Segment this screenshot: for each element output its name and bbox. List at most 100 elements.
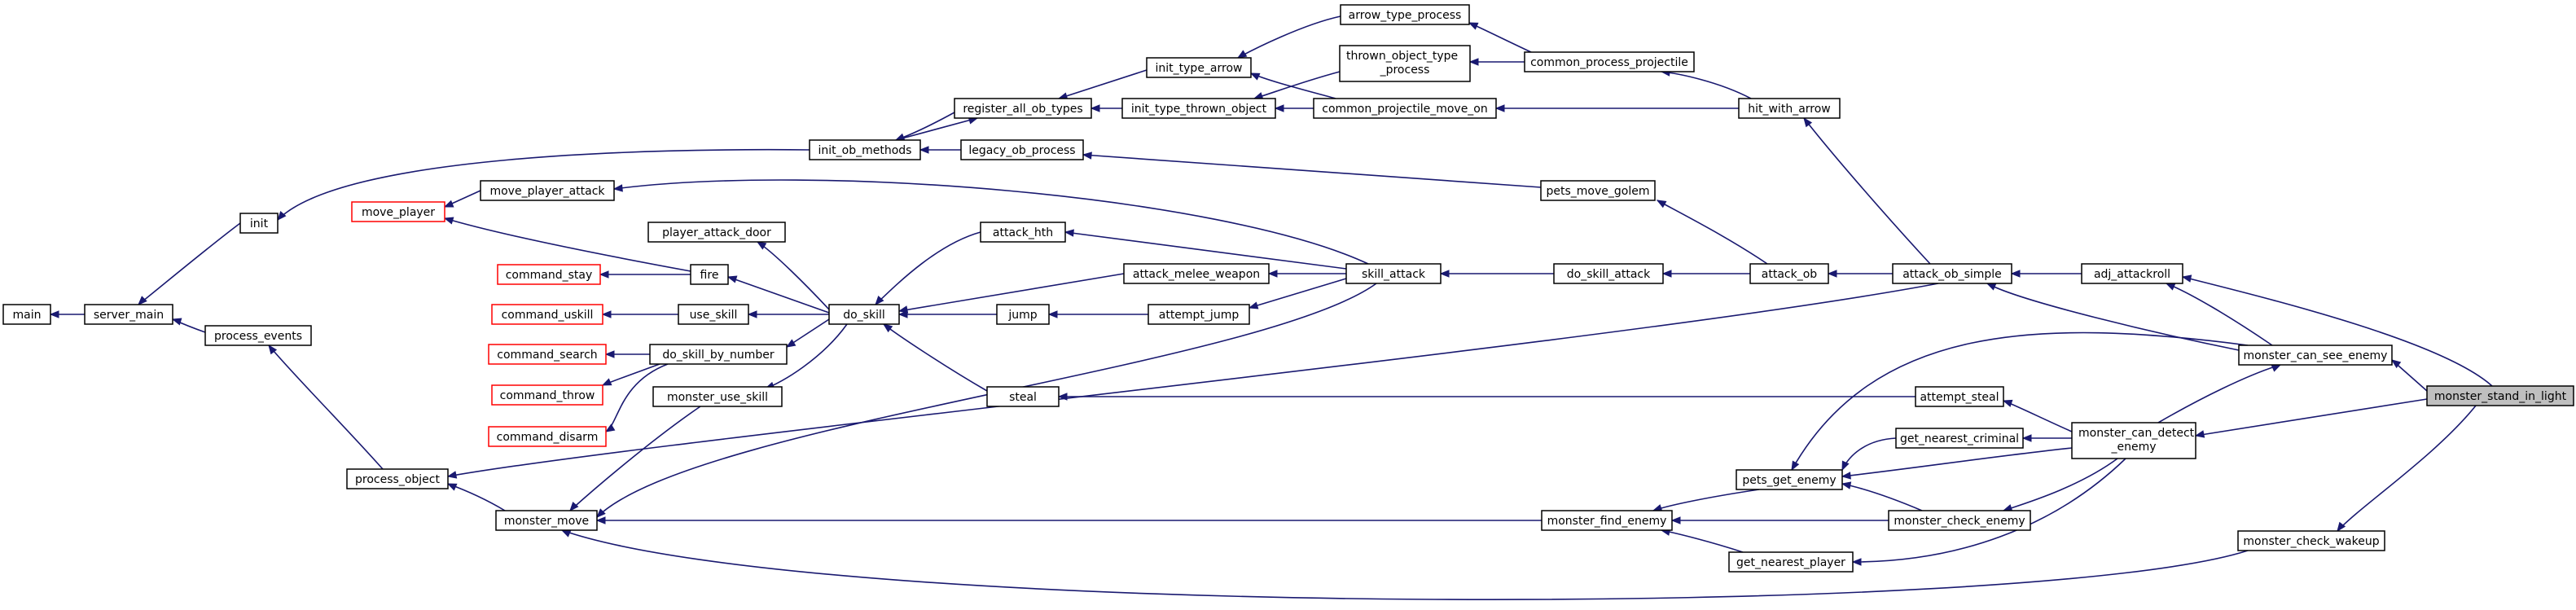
node-monster-stand-in-light[interactable]: monster_stand_in_light [2426, 385, 2574, 406]
node-monster-can-see-enemy[interactable]: monster_can_see_enemy [2238, 344, 2393, 366]
edge-arrowhead [443, 217, 454, 225]
node-command-uskill[interactable]: command_uskill [491, 304, 603, 325]
node-arrow-type-process[interactable]: arrow_type_process [1340, 4, 1470, 25]
edge-line [1249, 278, 1347, 309]
node-common-process-projectile[interactable]: common_process_projectile [1524, 51, 1695, 72]
node-command-search[interactable]: command_search [488, 344, 607, 365]
edge-arrowhead [2021, 434, 2032, 442]
edge-line [1468, 22, 1532, 53]
node-attack-ob-simple[interactable]: attack_ob_simple [1892, 263, 2012, 284]
node-monster-can-detect-enemy[interactable]: monster_can_detect_enemy [2071, 422, 2196, 459]
edge-arrowhead [446, 483, 458, 491]
edge-attempt-jump-jump [1047, 310, 1148, 318]
node-monster-check-wakeup[interactable]: monster_check_wakeup [2237, 530, 2385, 551]
edge-monster-check-wakeup-monster-move [560, 529, 2249, 600]
node-label: move_player_attack [489, 185, 605, 198]
edge-line [1791, 331, 2249, 471]
node-label: main [13, 309, 42, 322]
node-process-events[interactable]: process_events [204, 325, 312, 346]
node-init-type-arrow[interactable]: init_type_arrow [1146, 57, 1252, 78]
node-skill-attack[interactable]: skill_attack [1345, 263, 1442, 284]
node-box [491, 304, 603, 325]
node-monster-find-enemy[interactable]: monster_find_enemy [1541, 510, 1673, 531]
edge-common-projectile-move-on-init-type-arrow [1249, 72, 1336, 99]
node-move-player-attack[interactable]: move_player_attack [480, 180, 615, 201]
edge-arrowhead [2181, 274, 2192, 283]
node-thrown-object-type-process[interactable]: thrown_object_type_process [1339, 45, 1471, 82]
node-hit-with-arrow[interactable]: hit_with_arrow [1738, 98, 1841, 119]
node-player-attack-door[interactable]: player_attack_door [647, 222, 786, 243]
edge-line [2003, 458, 2118, 511]
edge-monster-can-detect-enemy-pets-get-enemy [1841, 447, 2073, 480]
node-label: init [250, 217, 269, 230]
edge-line [268, 344, 384, 470]
edge-server-main-main [49, 310, 85, 318]
node-get-nearest-criminal[interactable]: get_nearest_criminal [1895, 428, 2024, 449]
node-box [2, 304, 51, 325]
edge-line [883, 323, 988, 392]
node-box [1148, 304, 1250, 325]
node-box [1749, 263, 1829, 284]
node-label: init_type_thrown_object [1131, 103, 1267, 116]
node-do-skill[interactable]: do_skill [828, 304, 900, 325]
edge-monster-stand-in-light-adj-attackroll [2181, 274, 2493, 387]
node-box [1915, 386, 2004, 407]
node-fire[interactable]: fire [690, 264, 729, 285]
node-get-nearest-player[interactable]: get_nearest_player [1728, 551, 1854, 573]
edge-attack-ob-do-skill-attack [1661, 270, 1750, 278]
node-label: hit_with_arrow [1748, 103, 1831, 116]
node-use-skill[interactable]: use_skill [678, 304, 749, 325]
node-command-stay[interactable]: command_stay [497, 264, 601, 285]
node-pets-move-golem[interactable]: pets_move_golem [1540, 180, 1656, 201]
node-box [960, 139, 1084, 160]
edge-skill-attack-move-player-attack [612, 179, 1369, 265]
node-pets-get-enemy[interactable]: pets_get_enemy [1736, 469, 1843, 490]
edge-arrowhead [1841, 460, 1850, 472]
node-move-player[interactable]: move_player [351, 201, 445, 222]
edge-arrowhead [1439, 270, 1450, 278]
node-legacy-ob-process[interactable]: legacy_ob_process [960, 139, 1084, 160]
node-label: monster_check_wakeup [2243, 535, 2379, 548]
node-box [351, 201, 445, 222]
node-server-main[interactable]: server_main [84, 304, 173, 325]
node-register-all-ob-types[interactable]: register_all_ob_types [954, 98, 1092, 119]
edge-arrowhead [882, 323, 893, 333]
edge-init-type-thrown-object-register-all-ob-types [1090, 104, 1122, 112]
node-init-type-thrown-object[interactable]: init_type_thrown_object [1121, 98, 1276, 119]
node-attack-ob[interactable]: attack_ob [1749, 263, 1829, 284]
node-jump[interactable]: jump [996, 304, 1050, 325]
edge-line [1657, 200, 1768, 265]
node-label: command_throw [500, 389, 595, 402]
edge-line [1661, 529, 1744, 553]
edge-get-nearest-player-monster-find-enemy [1660, 528, 1744, 553]
edge-hit-with-arrow-common-projectile-move-on [1494, 104, 1739, 112]
node-label: monster_can_see_enemy [2244, 349, 2388, 362]
node-attack-melee-weapon[interactable]: attack_melee_weapon [1123, 263, 1270, 284]
node-monster-use-skill[interactable]: monster_use_skill [652, 386, 783, 407]
node-process-object[interactable]: process_object [346, 468, 449, 489]
node-box [2071, 422, 2196, 459]
node-monster-check-enemy[interactable]: monster_check_enemy [1888, 510, 2031, 531]
node-steal[interactable]: steal [986, 386, 1060, 407]
node-label: _enemy [2110, 441, 2156, 454]
node-command-throw[interactable]: command_throw [491, 384, 603, 406]
node-attempt-steal[interactable]: attempt_steal [1915, 386, 2004, 407]
edge-pets-move-golem-legacy-ob-process [1082, 151, 1542, 188]
node-command-disarm[interactable]: command_disarm [488, 426, 607, 447]
edge-arrowhead [604, 423, 616, 432]
node-attempt-jump[interactable]: attempt_jump [1148, 304, 1250, 325]
node-do-skill-attack[interactable]: do_skill_attack [1553, 263, 1664, 284]
node-adj-attackroll[interactable]: adj_attackroll [2081, 263, 2183, 284]
edge-process-object-monster-move [446, 483, 506, 511]
node-main[interactable]: main [2, 304, 51, 325]
node-label: monster_check_enemy [1894, 515, 2025, 528]
node-init-ob-methods[interactable]: init_ob_methods [809, 139, 921, 160]
node-monster-move[interactable]: monster_move [495, 510, 598, 531]
node-label: command_search [497, 349, 597, 362]
edge-line [1841, 437, 1897, 471]
node-attack-hth[interactable]: attack_hth [980, 222, 1066, 243]
node-init[interactable]: init [239, 213, 279, 234]
edge-monster-can-see-enemy-pets-get-enemy [1791, 331, 2249, 472]
node-do-skill-by-number[interactable]: do_skill_by_number [649, 344, 788, 365]
node-common-projectile-move-on[interactable]: common_projectile_move_on [1313, 98, 1497, 119]
